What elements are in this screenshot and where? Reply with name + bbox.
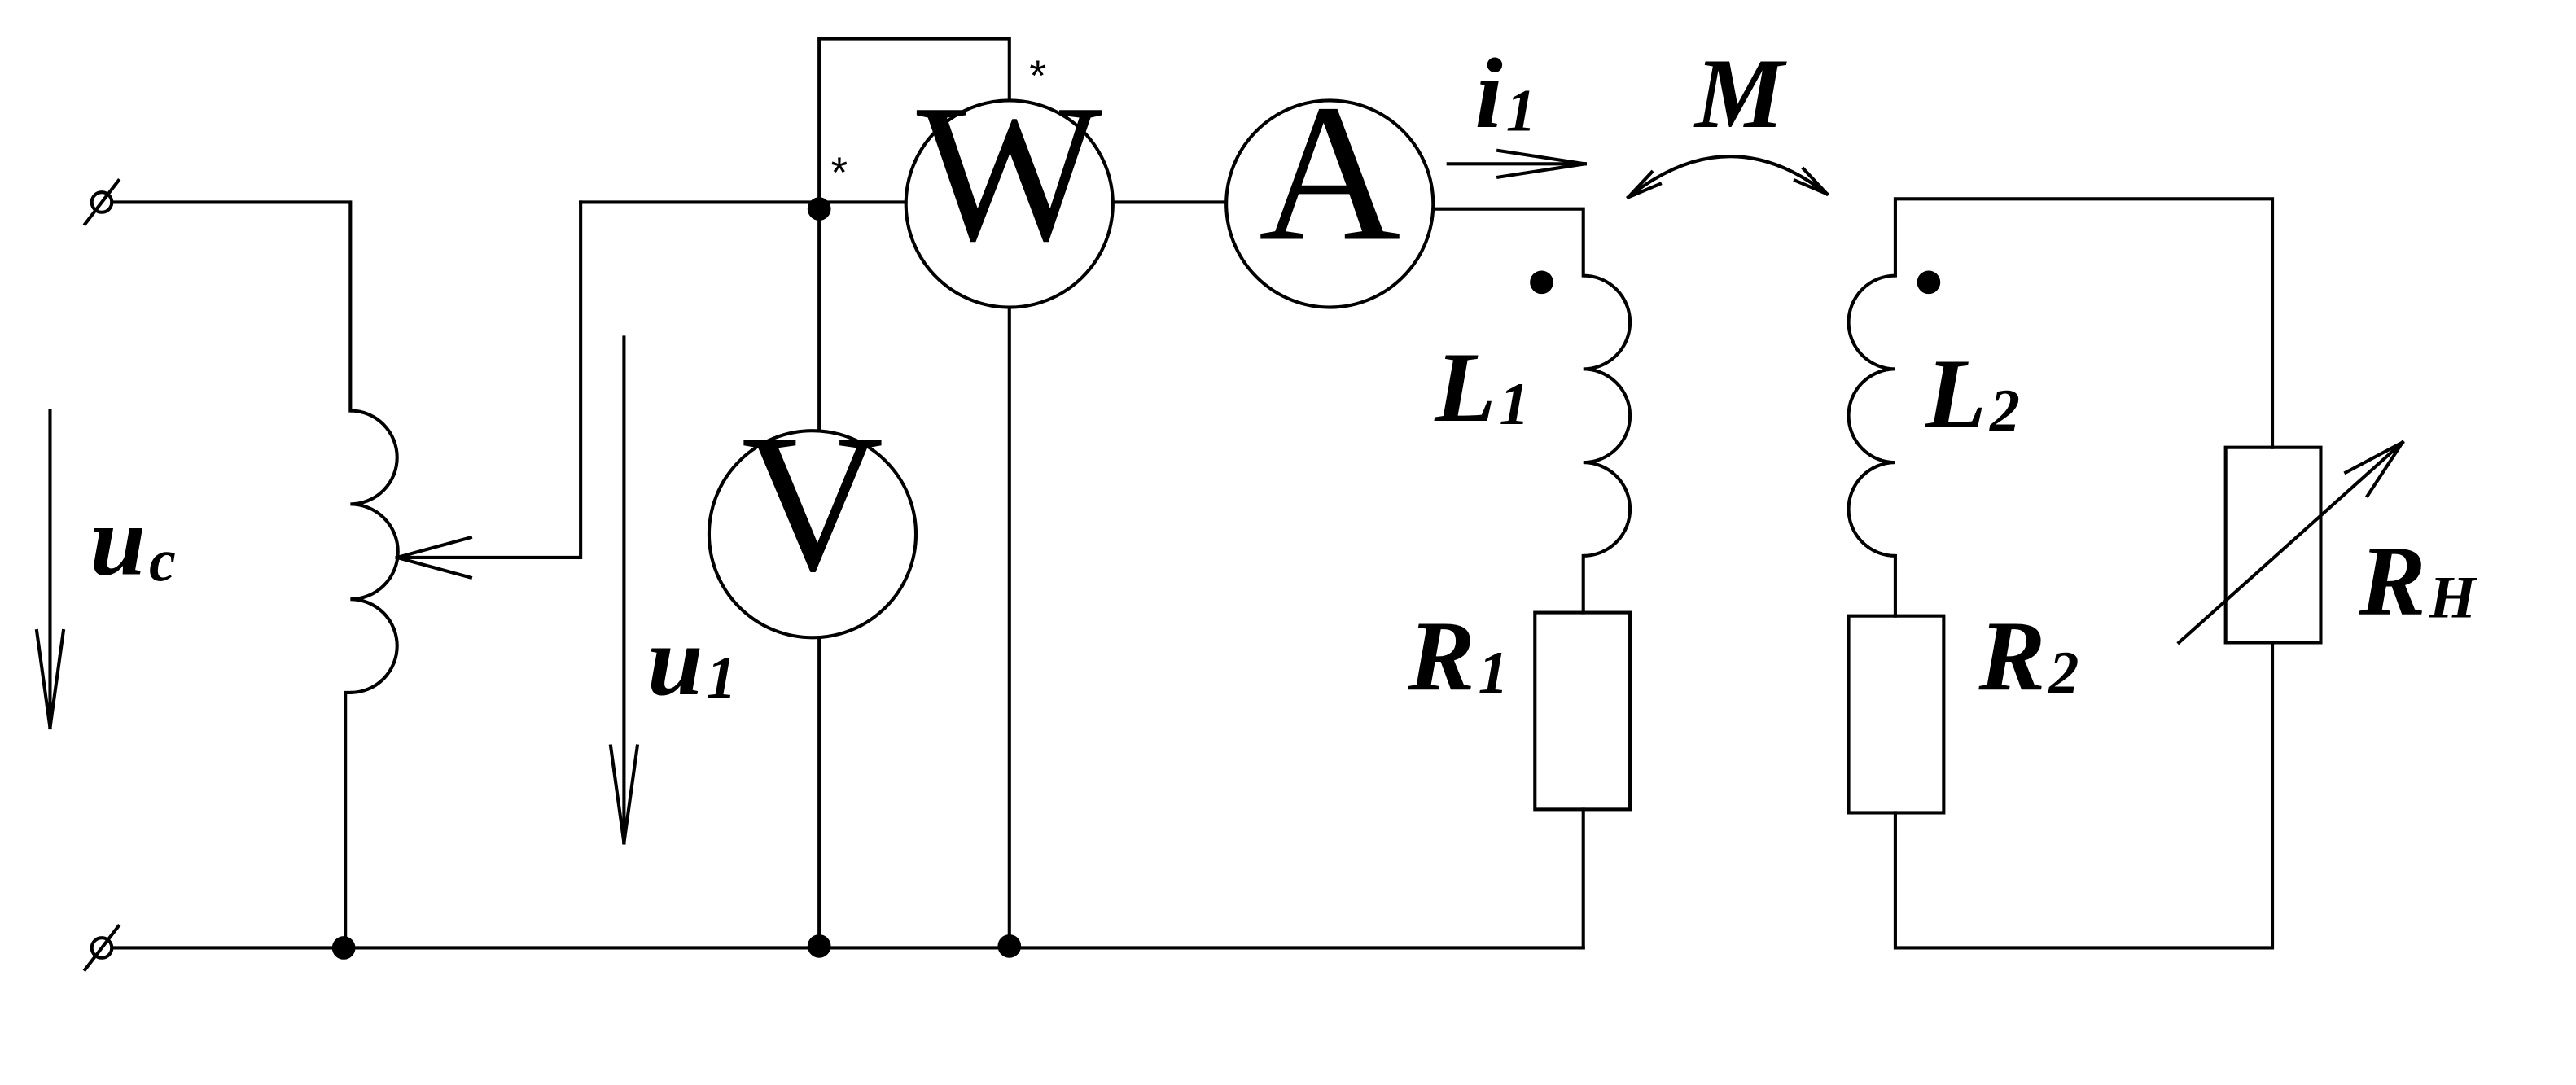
junction-dot xyxy=(807,197,831,221)
primary-coil-L1[interactable] xyxy=(1583,273,1632,558)
secondary-coil-L2[interactable] xyxy=(1847,273,1895,558)
primary-polarity-dot xyxy=(1530,270,1553,295)
resistor-R2[interactable] xyxy=(1847,614,1946,815)
svg-text:A: A xyxy=(1259,65,1401,282)
u1-voltage-arrow xyxy=(608,335,640,845)
voltmeter[interactable]: V xyxy=(707,395,918,640)
junction-dot xyxy=(331,936,356,960)
wattmeter-current-star: * xyxy=(831,149,848,197)
secondary-top-wire xyxy=(1893,197,2275,449)
svg-text:W: W xyxy=(917,65,1102,282)
M-label: M xyxy=(1693,37,1787,149)
variable-resistor-RH[interactable] xyxy=(2223,445,2323,645)
top-rail xyxy=(579,200,1585,278)
mutual-inductance-arrow xyxy=(1626,155,1829,200)
junction-dot xyxy=(997,934,1022,958)
autotransformer-coil xyxy=(350,409,400,694)
uc-voltage-arrow xyxy=(34,409,66,730)
svg-text:V: V xyxy=(742,395,884,612)
i1-current-arrow xyxy=(1446,148,1588,180)
resistor-R1[interactable] xyxy=(1533,610,1632,812)
ammeter[interactable]: A xyxy=(1224,65,1435,309)
secondary-bottom-wire xyxy=(1893,641,2275,950)
secondary-polarity-dot xyxy=(1917,270,1941,295)
wattmeter-voltage-lead xyxy=(817,37,1011,204)
autotransformer-slider-arrow[interactable] xyxy=(395,200,583,580)
wattmeter[interactable]: W xyxy=(904,65,1115,309)
junction-dot xyxy=(807,934,831,958)
autotransformer-wiring xyxy=(110,200,353,950)
wattmeter-voltage-star: * xyxy=(1029,52,1046,100)
variable-resistor-arrow xyxy=(2176,440,2405,645)
